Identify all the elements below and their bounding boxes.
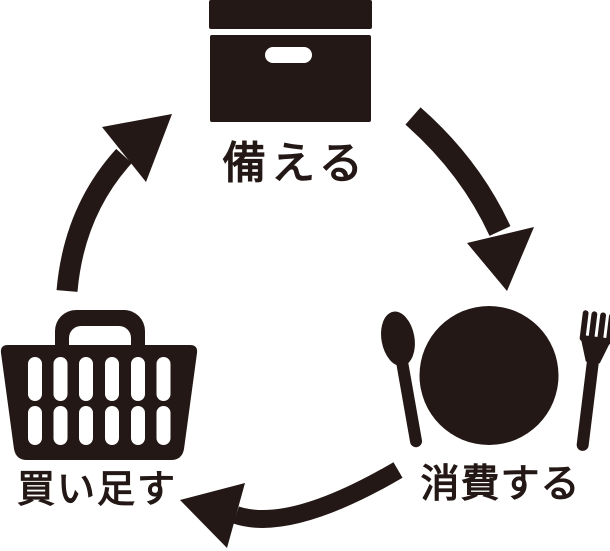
basket-body (0, 345, 198, 460)
restock-label: 買い足す (16, 467, 177, 511)
plate-icon (419, 306, 559, 445)
box-handle-hole (265, 47, 312, 63)
box-lid (209, 0, 372, 29)
fork-icon (576, 310, 610, 451)
shopping-basket-icon (0, 310, 198, 460)
arrow-prepare-to-consume-icon (405, 107, 534, 291)
box-body (210, 35, 371, 122)
arrow-restock-to-prepare-icon (56, 114, 172, 292)
plate-and-cutlery-icon (381, 306, 610, 451)
prepare-label: 備える (222, 138, 368, 189)
arrow-consume-to-restock-icon (180, 462, 403, 548)
storage-box-icon (209, 0, 372, 122)
consume-label: 消費する (420, 462, 581, 507)
spoon-icon (381, 311, 423, 448)
basket-slots (28, 357, 171, 445)
